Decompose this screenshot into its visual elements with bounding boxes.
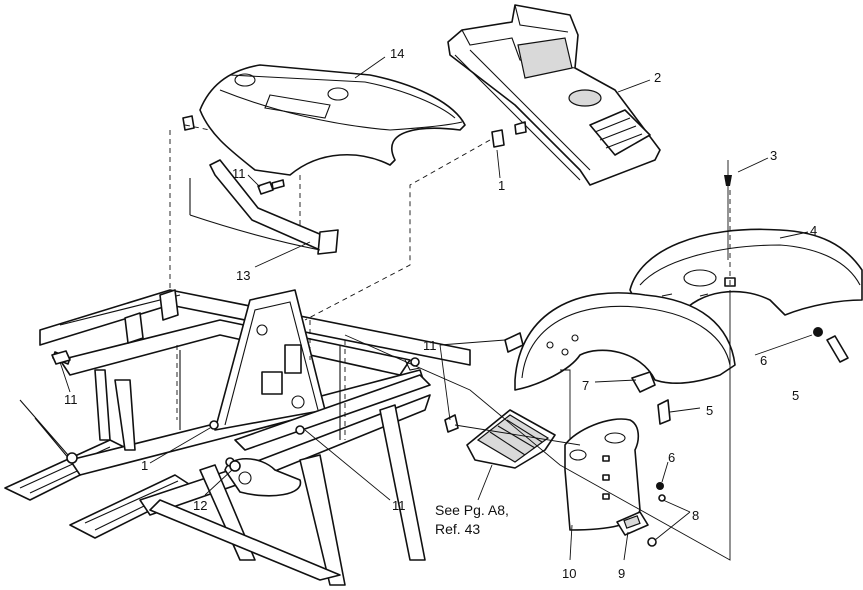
- part-9-plate: [616, 511, 649, 536]
- label-12: 12: [193, 498, 207, 513]
- front-fender: [514, 292, 736, 391]
- leader-lines: [59, 56, 813, 561]
- label-5-front: 5: [706, 403, 713, 418]
- part-13-bracket: [189, 159, 339, 255]
- part-11-screw-upper: [257, 179, 285, 195]
- part-2-rear-console: [447, 4, 661, 186]
- part-5-bolt-front: [657, 399, 671, 425]
- part-6-nut-upper: [813, 327, 849, 363]
- part-11-bolt-right: [504, 332, 524, 353]
- part-6-nut-lower: [656, 482, 664, 490]
- clip-left: [182, 115, 195, 131]
- label-1-lower: 1: [141, 458, 148, 473]
- label-6-upper: 6: [760, 353, 767, 368]
- label-11-upper: 11: [232, 166, 246, 181]
- frame-assembly: [4, 289, 471, 586]
- clip-upper-right: [514, 121, 527, 135]
- part-7-bracket: [631, 371, 656, 393]
- see-page-note-line1: See Pg. A8,: [435, 502, 509, 518]
- part-11-bolt-lower: [444, 414, 459, 433]
- see-page-note-line2: Ref. 43: [435, 521, 480, 537]
- part-1-clip-upper: [491, 129, 505, 148]
- label-4: 4: [810, 223, 817, 238]
- label-1-upper: 1: [498, 178, 505, 193]
- label-11-left: 11: [64, 392, 78, 407]
- label-11-lower: 11: [392, 498, 406, 513]
- part-3-vent-tube: [724, 160, 732, 260]
- step-bracket: [466, 409, 556, 469]
- label-11-right: 11: [423, 338, 437, 353]
- label-10: 10: [562, 566, 576, 581]
- label-3: 3: [770, 148, 777, 163]
- label-14: 14: [390, 46, 404, 61]
- part-8-washer-upper: [658, 494, 666, 502]
- part-8-washer-lower: [647, 537, 657, 547]
- label-8: 8: [692, 508, 699, 523]
- label-7: 7: [582, 378, 589, 393]
- label-13: 13: [236, 268, 250, 283]
- part-4-rear-fender: [629, 228, 863, 316]
- part-14-front-hood: [199, 64, 466, 176]
- label-2: 2: [654, 70, 661, 85]
- assembly-lines: [169, 124, 731, 561]
- part-1-clip-lower: [209, 420, 219, 430]
- label-5-right: 5: [792, 388, 799, 403]
- part-10-mud-flap: [564, 418, 641, 531]
- part-11-bolt-left: [51, 350, 71, 365]
- part-12-bushing: [229, 460, 241, 472]
- label-9: 9: [618, 566, 625, 581]
- label-6-lower: 6: [668, 450, 675, 465]
